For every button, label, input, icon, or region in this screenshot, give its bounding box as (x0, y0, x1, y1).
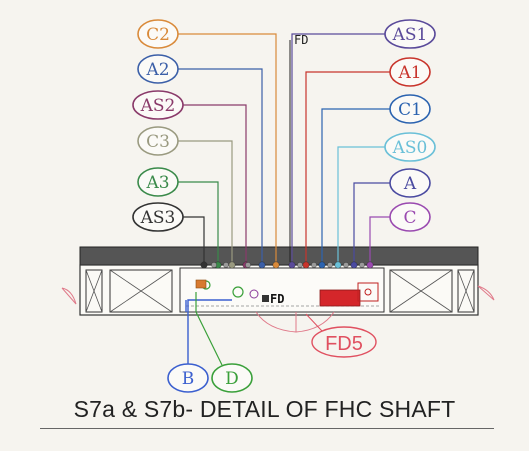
right-column-block-diag-2 (389, 269, 453, 313)
tag-a1-text: A1 (397, 63, 421, 83)
left-column-block (109, 269, 173, 313)
left-edge-column-diag-2 (85, 269, 103, 313)
right-column-block (389, 269, 453, 313)
left-column-block-diag-2 (109, 269, 173, 313)
pipe-as1 (288, 261, 296, 269)
leader-c (369, 216, 390, 262)
tag-a1: A1 (389, 57, 431, 87)
tag-as0-text: AS0 (392, 138, 428, 158)
leader-a3 (178, 181, 219, 262)
floor-slab (79, 246, 479, 266)
tag-c1-text: C1 (398, 100, 422, 120)
purple-fitting (249, 289, 259, 299)
fd-damper-icon (262, 295, 269, 302)
drawing-caption: S7a & S7b- DETAIL OF FHC SHAFT (73, 396, 456, 422)
leader-c2 (178, 33, 277, 262)
tag-a2: A2 (137, 54, 179, 84)
right-edge-column-diag-2 (457, 269, 475, 313)
pipe-point-7 (343, 262, 349, 268)
tag-as3-text: AS3 (140, 208, 176, 228)
tag-b-text: B (182, 369, 195, 389)
pipe-c1 (318, 261, 326, 269)
pipe-point-2 (223, 262, 229, 268)
tag-c1: C1 (389, 94, 431, 124)
tag-as2-text: AS2 (140, 96, 176, 116)
tag-a3-text: A3 (145, 173, 169, 193)
tag-as2: AS2 (132, 90, 184, 120)
red-equipment-valve (364, 288, 372, 296)
tag-a: A (389, 168, 431, 198)
tag-c: C (389, 202, 431, 232)
green-fitting-1 (232, 286, 244, 298)
red-equipment-unit (319, 289, 361, 307)
tag-c3: C3 (137, 126, 179, 156)
tag-a2-text: A2 (145, 60, 169, 80)
leader-c3 (178, 140, 233, 262)
leader-b (187, 299, 232, 364)
leader-as1 (291, 33, 385, 262)
tag-a-text: A (403, 174, 417, 194)
tag-c-text: C (403, 208, 416, 228)
leader-a2 (178, 68, 263, 262)
tag-b: B (167, 363, 209, 393)
leader-a (353, 182, 390, 262)
fd5-label: FD5 (325, 333, 363, 355)
right-edge-column (457, 269, 475, 313)
left-door-swing (61, 287, 77, 305)
pipe-a (350, 261, 358, 269)
tag-c3-text: C3 (146, 132, 170, 152)
tag-d-bubble (211, 363, 253, 393)
leader-d (195, 292, 223, 366)
leader-as3 (183, 216, 205, 262)
leader-as2 (183, 104, 247, 262)
pipe-point-4 (297, 262, 303, 268)
tag-as0: AS0 (384, 132, 436, 162)
orange-fitting (195, 279, 207, 289)
pipe-point-5 (311, 262, 317, 268)
pipe-a1 (302, 261, 310, 269)
tag-a3: A3 (137, 167, 179, 197)
shaft-door-swing-right (295, 311, 335, 333)
tag-d: D (211, 363, 253, 393)
tag-as3: AS3 (132, 202, 184, 232)
fd5-leader (305, 313, 323, 332)
pipe-point-6 (327, 262, 333, 268)
leader-c1 (321, 108, 390, 262)
pipe-c (366, 261, 374, 269)
pipe-as3 (200, 261, 208, 269)
tag-as1: AS1 (384, 19, 436, 49)
pipe-point-8 (359, 262, 365, 268)
pipe-point-1 (211, 262, 217, 268)
pipe-point-3 (245, 262, 251, 268)
left-edge-column (85, 269, 103, 313)
caption-underline (40, 428, 494, 429)
tag-as1-text: AS1 (392, 25, 428, 45)
tag-c2: C2 (137, 19, 179, 49)
right-door-swing (477, 285, 495, 301)
pipe-as0 (334, 261, 342, 269)
pipe-c2 (272, 261, 280, 269)
pipe-c3 (228, 261, 236, 269)
red-equipment-box (357, 282, 379, 302)
tag-d-text: D (225, 369, 239, 389)
tag-c2-text: C2 (146, 25, 170, 45)
pipe-a2 (258, 261, 266, 269)
leader-as0 (337, 146, 385, 262)
fd-top-label: FD (294, 33, 308, 47)
fd-label: FD (270, 292, 284, 306)
fd5-callout-bubble (311, 326, 377, 358)
leader-a1 (305, 71, 390, 262)
